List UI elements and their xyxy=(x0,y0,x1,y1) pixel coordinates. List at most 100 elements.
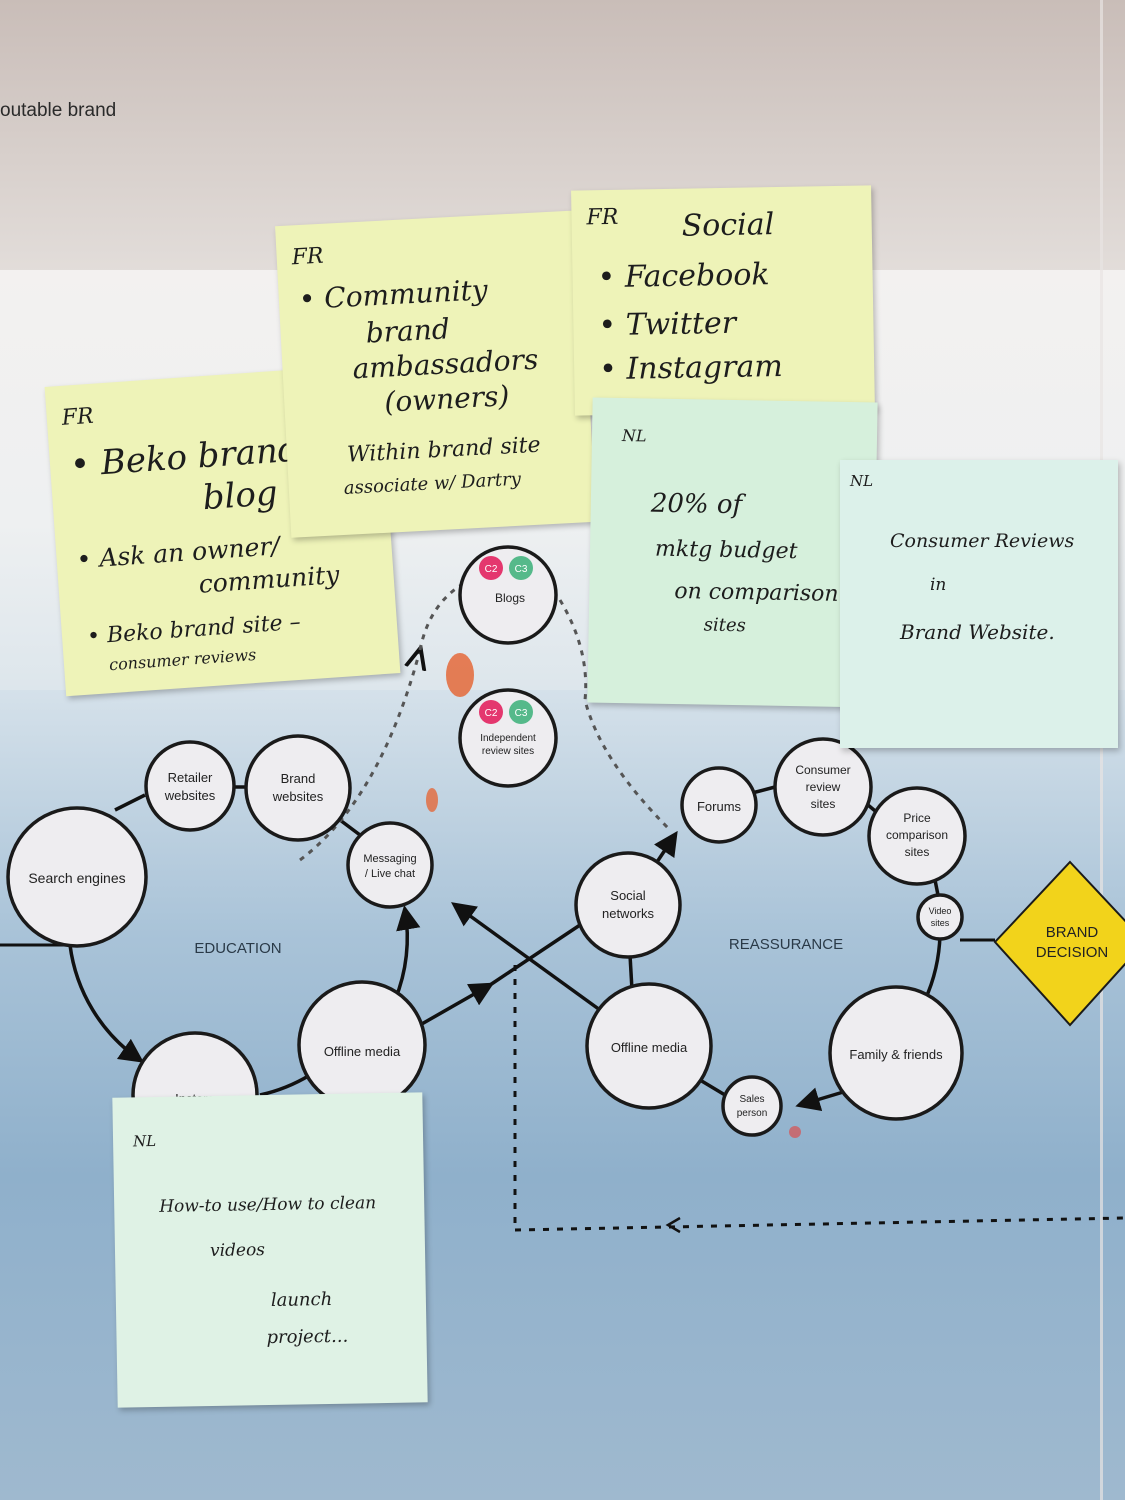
note-line: • Beko brand site – xyxy=(86,609,302,650)
node-label: Brand xyxy=(281,771,316,786)
education-ring-arc xyxy=(68,944,145,1063)
node-label: Social xyxy=(610,888,646,903)
badge-c3: C3 xyxy=(515,708,528,719)
note-line: project... xyxy=(266,1325,349,1349)
sticky-note-reviews: NL Consumer Reviews in Brand Website. xyxy=(840,460,1118,748)
note-line: community xyxy=(197,560,341,599)
node-messaging-live-chat: Messaging / Live chat xyxy=(346,821,434,909)
note-line: mktg budget xyxy=(654,536,798,565)
node-label: websites xyxy=(164,788,216,803)
node-sales-person: Sales person xyxy=(721,1075,783,1137)
note-line: Social xyxy=(681,207,775,244)
node-label: / Live chat xyxy=(365,868,415,880)
node-label: Video xyxy=(929,906,952,916)
node-brand-websites: Brand websites xyxy=(244,734,352,842)
note-tag: FR xyxy=(291,243,325,271)
note-line: • Facebook xyxy=(597,257,770,296)
orange-mark xyxy=(446,653,474,697)
node-label: Retailer xyxy=(168,770,213,785)
red-mark xyxy=(789,1126,801,1138)
reassurance-arrow xyxy=(653,830,678,866)
reassurance-ring-arc xyxy=(923,934,942,1001)
node-offline-media-education: Offline media xyxy=(297,980,427,1110)
node-forums: Forums xyxy=(680,766,758,844)
node-label: Family & friends xyxy=(849,1047,943,1062)
node-video-sites: Video sites xyxy=(916,893,964,941)
poster-seam xyxy=(1100,0,1103,1500)
note-tag: NL xyxy=(132,1131,157,1151)
node-offline-media-reassurance: Offline media xyxy=(585,982,713,1110)
node-label: Consumer xyxy=(795,763,850,777)
note-line: on comparison xyxy=(674,578,839,607)
dotted-path-right xyxy=(558,599,672,832)
node-label: Messaging xyxy=(363,853,416,865)
education-ring-arc xyxy=(393,905,421,1001)
node-label: Forums xyxy=(697,799,742,814)
node-label: networks xyxy=(602,906,655,921)
sticky-note-videos: NL How-to use/How to clean videos launch… xyxy=(112,1092,428,1408)
node-label: Offline media xyxy=(611,1040,688,1055)
sticky-note-community: FR • Community brand ambassadors (owners… xyxy=(275,210,596,538)
note-line: blog xyxy=(201,473,279,519)
note-line: • Community xyxy=(298,273,489,317)
node-consumer-review-sites: Consumer review sites xyxy=(773,737,873,837)
badge-c2: C2 xyxy=(485,708,498,719)
node-blogs: C2 C3 Blogs xyxy=(458,545,558,645)
node-label: review xyxy=(806,780,841,794)
note-line: How-to use/How to clean xyxy=(159,1193,377,1217)
badge-c2: C2 xyxy=(485,564,498,575)
education-ring-arc xyxy=(114,793,146,812)
reassurance-ring-arc xyxy=(933,879,940,896)
reassurance-ring-arc xyxy=(628,954,634,991)
note-line: launch xyxy=(270,1288,333,1311)
note-line: in xyxy=(930,575,947,595)
cross-line xyxy=(489,923,581,987)
node-family-friends: Family & friends xyxy=(828,985,964,1121)
education-ring-arc xyxy=(259,1073,311,1097)
node-label: comparison xyxy=(886,828,948,842)
node-label: Search engines xyxy=(28,870,125,886)
node-price-comparison-sites: Price comparison sites xyxy=(867,786,967,886)
node-label: Offline media xyxy=(324,1044,401,1059)
cross-arrow-up xyxy=(419,982,495,1027)
cross-arrow-back xyxy=(451,902,602,1012)
note-tag: NL xyxy=(621,426,647,446)
node-label: Price xyxy=(903,811,931,825)
note-line: (owners) xyxy=(383,379,511,419)
reassurance-ring-arc xyxy=(751,785,776,795)
return-arrowhead xyxy=(665,1216,681,1234)
note-line: Within brand site xyxy=(346,432,542,468)
brand-decision-diamond: BRAND DECISION xyxy=(993,860,1125,1027)
note-line: associate w/ Dartry xyxy=(343,468,522,499)
note-line: sites xyxy=(703,614,747,637)
node-label: person xyxy=(737,1108,768,1119)
note-line: • Instagram xyxy=(598,348,784,388)
note-line: videos xyxy=(209,1240,266,1262)
node-label: review sites xyxy=(482,746,534,757)
note-line: ambassadors xyxy=(351,342,540,386)
node-retailer-websites: Retailer websites xyxy=(144,740,236,832)
poster-header-fragment: outable brand xyxy=(0,100,117,121)
decision-label: DECISION xyxy=(1036,944,1109,961)
node-label: Sales xyxy=(739,1094,764,1105)
note-line: • Twitter xyxy=(598,305,737,344)
node-search-engines: Search engines xyxy=(6,806,148,948)
node-label: sites xyxy=(811,797,836,811)
node-label: sites xyxy=(931,918,950,928)
note-tag: FR xyxy=(60,403,95,431)
note-line: brand xyxy=(364,312,451,350)
note-line: 20% of xyxy=(650,488,743,521)
sticky-note-social: FR Social • Facebook • Twitter • Instagr… xyxy=(571,185,875,416)
education-ring-arc xyxy=(338,818,362,837)
note-line: Brand Website. xyxy=(900,620,1055,644)
badge-c3: C3 xyxy=(515,564,528,575)
node-label: Independent xyxy=(480,733,536,744)
node-label: websites xyxy=(272,789,324,804)
node-independent-review-sites: C2 C3 Independent review sites xyxy=(458,688,558,788)
note-tag: FR xyxy=(586,204,619,231)
stage-education-label: EDUCATION xyxy=(194,940,281,957)
decision-label: BRAND xyxy=(1046,924,1099,941)
node-label: Blogs xyxy=(495,591,525,605)
stage-reassurance-label: REASSURANCE xyxy=(729,936,843,953)
